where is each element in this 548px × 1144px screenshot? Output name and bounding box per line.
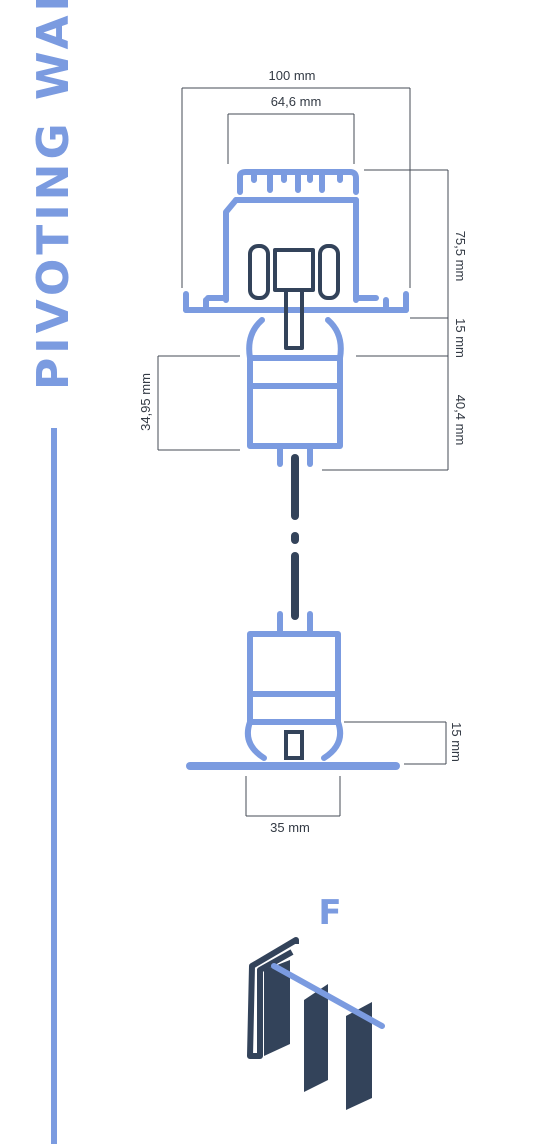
dim-top-inner-width: 64,6 mm bbox=[271, 94, 322, 109]
title-divider bbox=[51, 428, 57, 1144]
top-panel-block bbox=[246, 317, 344, 467]
dim-top-gap: 15 mm bbox=[453, 318, 468, 358]
dim-top-profile-height: 75,5 mm bbox=[453, 231, 468, 282]
dim-left-panel-height: 34,95 mm bbox=[138, 373, 153, 431]
dimension-lines bbox=[157, 87, 449, 817]
pivot-mechanism bbox=[248, 244, 340, 350]
pivoting-wall-icon bbox=[247, 937, 385, 1110]
dim-top-outer-width: 100 mm bbox=[269, 68, 316, 83]
dim-top-panel-height: 40,4 mm bbox=[453, 395, 468, 446]
top-profile bbox=[183, 169, 409, 313]
bottom-pin bbox=[284, 730, 304, 760]
section-letter: F bbox=[318, 893, 341, 933]
dim-bottom-gap: 15 mm bbox=[449, 722, 464, 762]
dim-bottom-width: 35 mm bbox=[270, 820, 310, 835]
bottom-profile bbox=[186, 611, 400, 770]
